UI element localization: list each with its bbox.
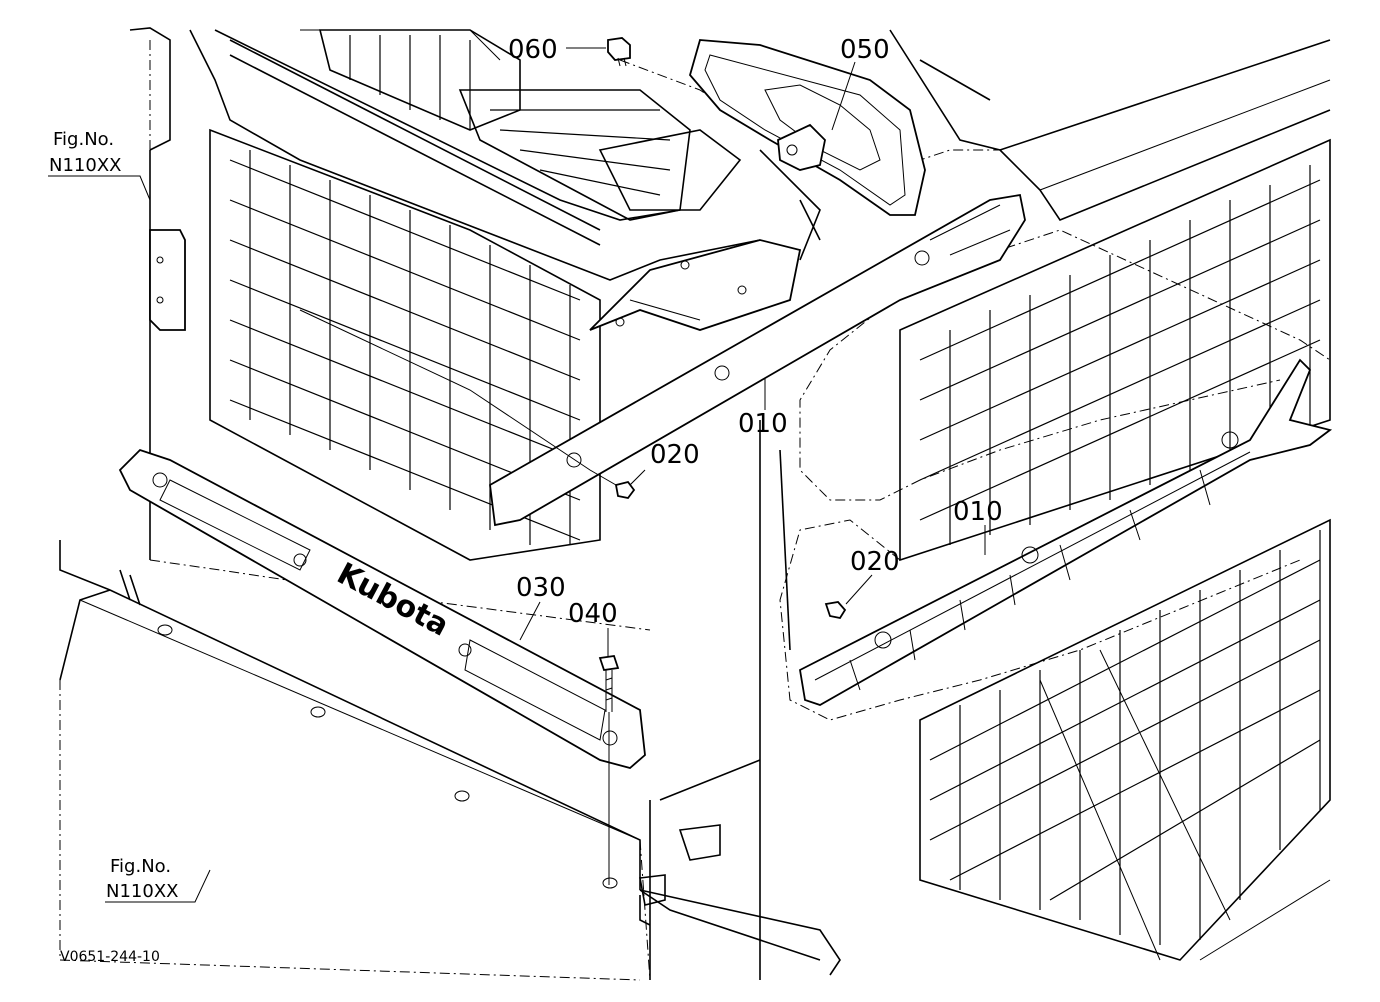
- label-020-upper: 020: [650, 440, 700, 470]
- figure-references: Fig.No. N110XX Fig.No. N110XX: [49, 129, 178, 902]
- part-010-lower-trim: [799, 358, 1333, 706]
- leader-lines: [48, 47, 986, 903]
- fig-ref-bottom-line1: Fig.No.: [110, 856, 171, 877]
- drawing-code: V0651-244-10: [60, 949, 160, 965]
- right-lower-mesh-panel: [919, 518, 1331, 961]
- part-010-upper-trim: [489, 193, 1026, 527]
- label-050: 050: [840, 35, 890, 65]
- part-030-nameplate: Kubota: [118, 448, 646, 769]
- top-grille: [318, 29, 742, 221]
- fasteners: [598, 37, 847, 712]
- fig-ref-top-line2: N110XX: [49, 155, 121, 176]
- left-mesh-panel: [209, 128, 601, 561]
- label-040: 040: [568, 599, 618, 629]
- label-030: 030: [516, 573, 566, 603]
- fig-ref-bottom-line2: N110XX: [106, 881, 178, 902]
- label-060: 060: [508, 35, 558, 65]
- part-050-mirror: [689, 39, 926, 216]
- label-010-lower: 010: [953, 497, 1003, 527]
- right-upper-mesh-panel: [899, 138, 1331, 562]
- fig-ref-top-line1: Fig.No.: [53, 129, 114, 150]
- left-block: [149, 229, 186, 331]
- phantom-outlines: [59, 40, 1331, 981]
- lower-body-panel: [59, 540, 821, 961]
- label-010-upper: 010: [738, 409, 788, 439]
- part-labels: 060 050 010 020 010 020 030 040: [508, 35, 1003, 629]
- center-bracket: [589, 149, 821, 331]
- label-020-lower: 020: [850, 547, 900, 577]
